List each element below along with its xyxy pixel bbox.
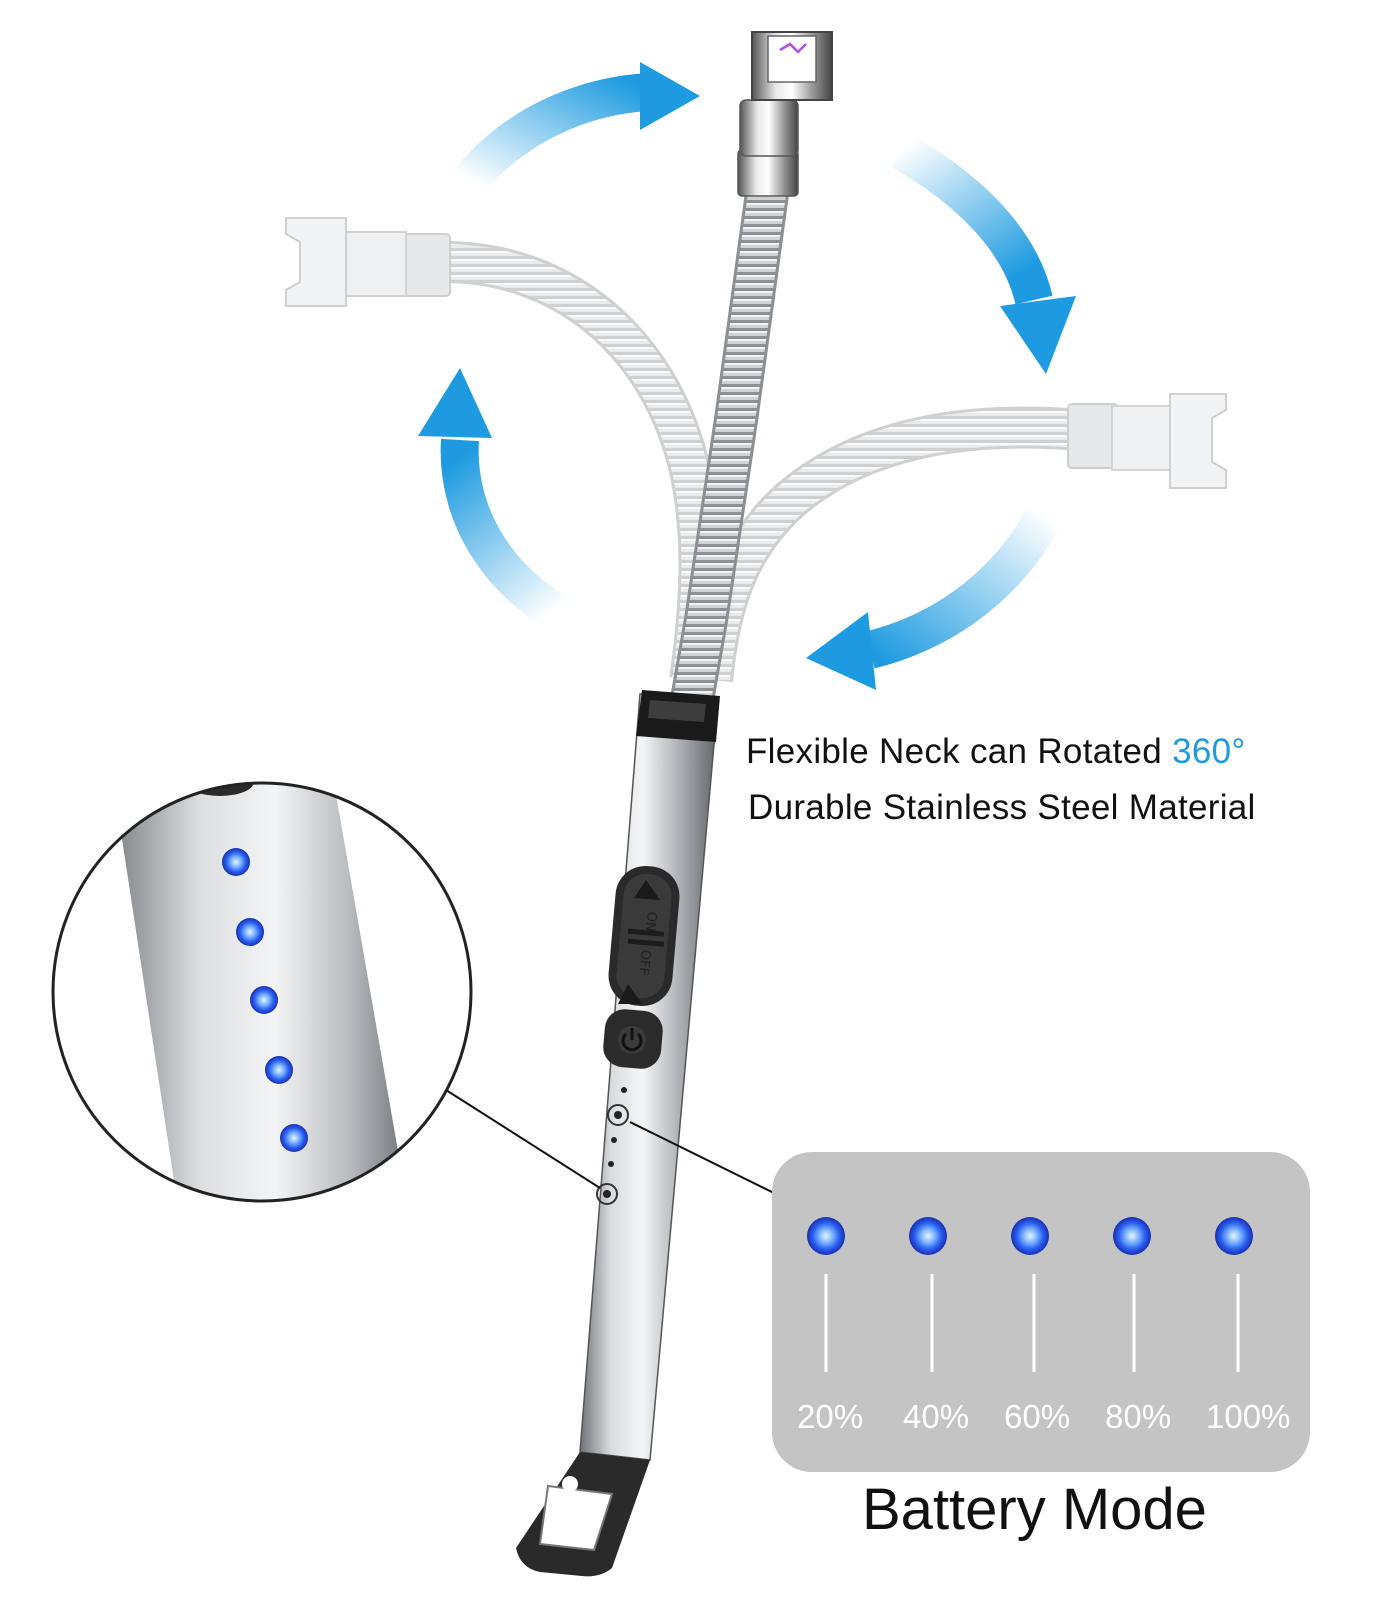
- switch-off-label: OFF: [635, 949, 653, 976]
- battery-led-100: [1215, 1217, 1253, 1372]
- battery-panel: [772, 1152, 1310, 1472]
- power-button[interactable]: [602, 1008, 665, 1071]
- ghost-tip-left: [285, 217, 451, 307]
- zoom-detail: [51, 781, 473, 1203]
- battery-level-label-40: 40%: [903, 1398, 970, 1435]
- feature-line-rotation: Flexible Neck can Rotated 360°: [746, 732, 1366, 772]
- lighter-body: ON OFF: [516, 690, 720, 1577]
- battery-led-20: [807, 1217, 845, 1372]
- zoom-led-4: [265, 1056, 293, 1084]
- ghost-neck-right: [691, 393, 1227, 683]
- rotate-arrow-icon-right: [890, 133, 1076, 374]
- zoom-led-5: [280, 1124, 308, 1152]
- slide-switch[interactable]: ON OFF: [606, 863, 682, 1008]
- power-icon: [621, 1028, 643, 1052]
- battery-indicator-leds: [596, 1087, 629, 1205]
- battery-led-40: [909, 1217, 947, 1372]
- ghost-tip-right: [1067, 393, 1227, 489]
- flexible-neck: [670, 183, 790, 704]
- battery-mode-title: Battery Mode: [862, 1477, 1207, 1542]
- zoom-led-3: [250, 986, 278, 1014]
- zoom-led-2: [236, 918, 264, 946]
- rotate-arrow-icon-bottom: [806, 505, 1062, 690]
- rotate-arrow-icon-left: [418, 368, 584, 640]
- zoom-led-1: [222, 848, 250, 876]
- switch-on-label: ON: [642, 911, 659, 932]
- feature-line-material: Durable Stainless Steel Material: [748, 788, 1256, 827]
- rotate-arrow-icon-top: [455, 62, 700, 193]
- rotation-degrees: 360°: [1172, 732, 1246, 771]
- zoom-callout-line: [445, 1089, 601, 1189]
- hanging-loop-icon: [516, 1452, 650, 1577]
- battery-level-label-80: 80%: [1105, 1398, 1172, 1435]
- battery-level-label-20: 20%: [797, 1398, 864, 1435]
- battery-level-label-100: 100%: [1206, 1398, 1291, 1435]
- battery-led-60: [1011, 1217, 1049, 1372]
- battery-led-80: [1113, 1217, 1151, 1372]
- battery-level-label-60: 60%: [1004, 1398, 1071, 1435]
- feature-line-rotation-text: Flexible Neck can Rotated: [746, 732, 1173, 771]
- lighter-tip: [737, 31, 833, 197]
- ghost-neck-left: [285, 217, 721, 683]
- battery-callout-line: [629, 1121, 777, 1195]
